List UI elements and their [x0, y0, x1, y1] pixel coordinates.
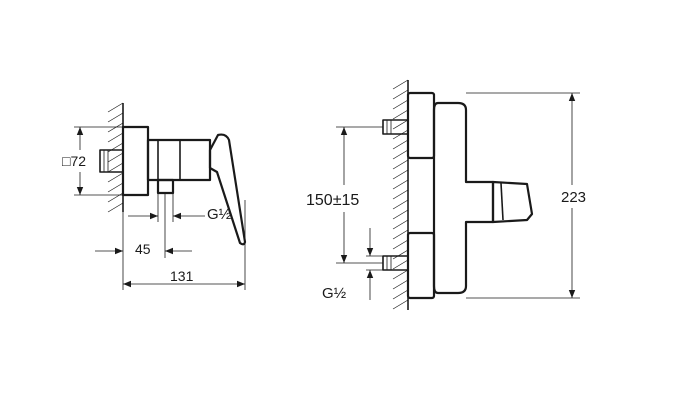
dim-height-label: 223 [561, 189, 586, 206]
dim-square-line [74, 126, 123, 196]
dim-thread-line-left [128, 193, 205, 222]
dim-spacing-line [336, 126, 383, 264]
dim-depth-line [95, 193, 192, 290]
front-lever-handle [491, 180, 534, 224]
wall-cover-plate [121, 125, 150, 197]
front-mixer-body [432, 101, 495, 295]
dim-thread-label-left: G½ [207, 206, 232, 223]
wall-hatch-right [392, 79, 409, 310]
side-view: □72 G½ 45 131 [62, 102, 247, 290]
dim-total-label: 131 [170, 268, 194, 284]
lever-handle [208, 133, 247, 246]
dim-square-label: □72 [62, 153, 86, 169]
outlet-nozzle [156, 178, 175, 195]
wall-hatch-left [107, 102, 124, 213]
dim-depth-label: 45 [135, 241, 151, 257]
dim-total-line [123, 200, 246, 290]
lower-escutcheon [406, 231, 436, 300]
front-view: 150±15 G½ 223 [306, 79, 586, 310]
mixer-body [146, 138, 212, 182]
dim-thread-line-right [366, 228, 383, 300]
dim-height-line [466, 92, 580, 299]
upper-escutcheon [406, 91, 436, 160]
dim-spacing-label: 150±15 [306, 192, 359, 209]
lever-detail [500, 182, 504, 221]
inlet-pipe [99, 149, 124, 173]
dim-thread-label-right: G½ [322, 285, 347, 302]
